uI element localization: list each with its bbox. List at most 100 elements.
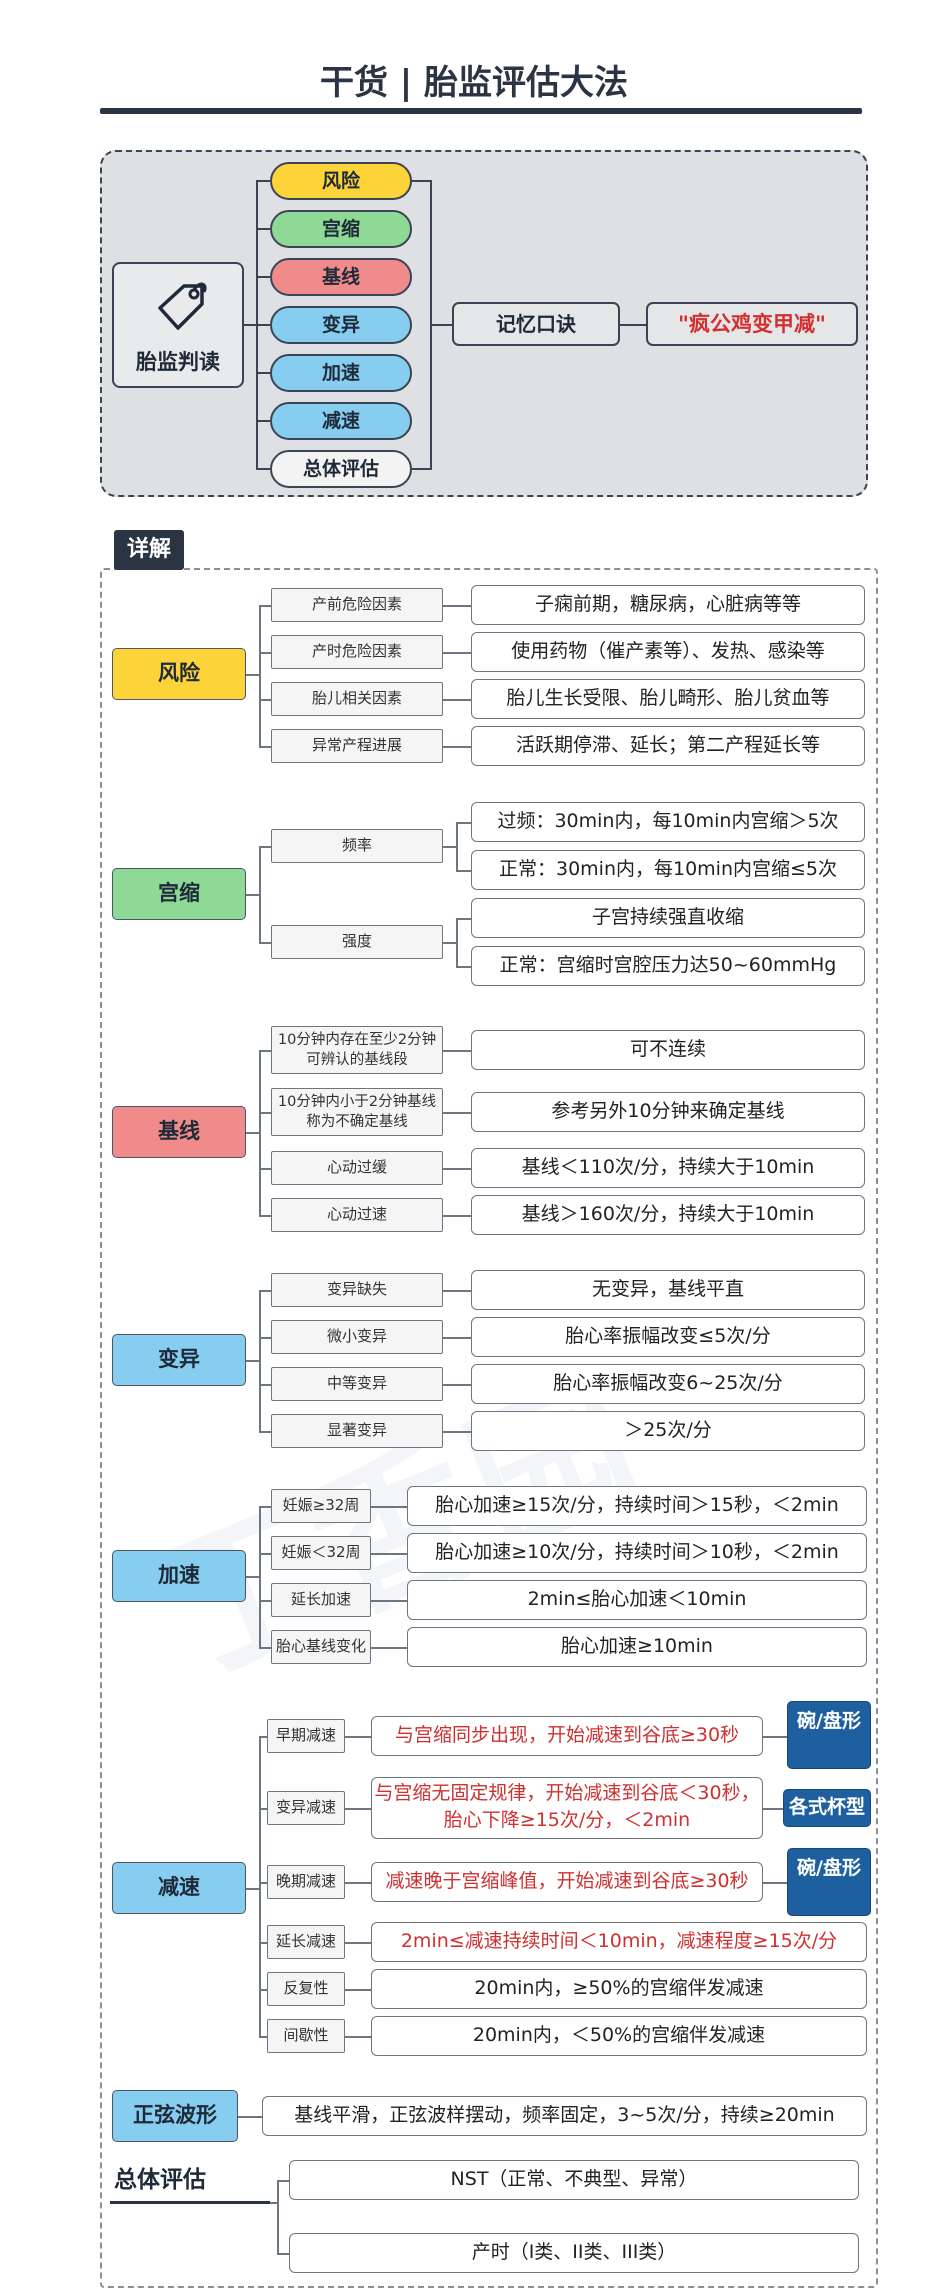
- branch-variability: 变异: [270, 306, 412, 344]
- acceleration-label: 胎心基线变化: [271, 1630, 371, 1664]
- connector: [246, 894, 260, 896]
- connector: [456, 822, 458, 870]
- connector: [259, 1553, 271, 1555]
- connector: [270, 2202, 278, 2204]
- connector: [371, 1506, 407, 1508]
- connector: [246, 1576, 260, 1578]
- category-deceleration: 减速: [112, 1862, 246, 1914]
- branch-risk: 风险: [270, 162, 412, 200]
- overall-item: 产时（I类、II类、III类）: [289, 2233, 859, 2273]
- connector: [443, 1337, 471, 1339]
- connector: [345, 1942, 371, 1944]
- connector: [345, 1882, 371, 1884]
- connector: [259, 1050, 271, 1052]
- root-label: 胎监判读: [136, 350, 220, 374]
- connector: [277, 2180, 289, 2182]
- connector: [345, 2036, 371, 2038]
- baseline-label: 10分钟内小于2分钟基线称为不确定基线: [271, 1088, 443, 1136]
- contraction-intensity-value: 正常：宫缩时宫腔压力达50~60mmHg: [471, 946, 865, 986]
- connector: [246, 1360, 260, 1362]
- connector: [256, 372, 270, 374]
- branch-acceleration: 加速: [270, 354, 412, 392]
- connector: [443, 1112, 471, 1114]
- overall-item: NST（正常、不典型、异常）: [289, 2160, 859, 2200]
- acceleration-value: 胎心加速≥10min: [407, 1627, 867, 1667]
- connector: [443, 846, 457, 848]
- connector: [443, 699, 471, 701]
- connector: [259, 1736, 267, 1738]
- connector: [259, 1050, 261, 1215]
- connector: [456, 918, 458, 966]
- acceleration-value: 胎心加速≥15次/分，持续时间＞15秒，＜2min: [407, 1486, 867, 1526]
- connector: [259, 1506, 261, 1647]
- overall-title: 总体评估: [114, 2167, 206, 2193]
- risk-value: 活跃期停滞、延长；第二产程延长等: [471, 726, 865, 766]
- page-title: 干货 | 胎监评估大法: [319, 63, 629, 103]
- risk-label: 产前危险因素: [271, 588, 443, 622]
- category-contraction: 宫缩: [112, 868, 246, 920]
- connector: [259, 1600, 271, 1602]
- contraction-frequency-label: 频率: [271, 829, 443, 863]
- shape-badge-variable: 各式杯型: [783, 1789, 871, 1827]
- connector: [443, 1050, 471, 1052]
- connector: [259, 1290, 271, 1292]
- connector: [259, 1506, 271, 1508]
- connector: [259, 1112, 271, 1114]
- connector: [430, 324, 452, 326]
- category-baseline: 基线: [112, 1106, 246, 1158]
- root-node: 胎监判读: [112, 262, 244, 388]
- risk-value: 使用药物（催产素等）、发热、感染等: [471, 632, 865, 672]
- connector: [256, 324, 270, 326]
- connector: [412, 180, 432, 182]
- baseline-label: 心动过缓: [271, 1151, 443, 1185]
- baseline-value: 基线＞160次/分，持续大于10min: [471, 1195, 865, 1235]
- connector: [345, 1989, 371, 1991]
- variability-value: ＞25次/分: [471, 1411, 865, 1451]
- branch-contraction: 宫缩: [270, 210, 412, 248]
- baseline-label: 10分钟内存在至少2分钟可辨认的基线段: [271, 1026, 443, 1074]
- deceleration-label: 延长减速: [267, 1925, 345, 1959]
- connector: [259, 1736, 261, 2036]
- deceleration-value: 20min内，≥50%的宫缩伴发减速: [371, 1969, 867, 2009]
- connector: [259, 605, 261, 746]
- connector: [277, 2180, 279, 2253]
- connector: [345, 1736, 371, 1738]
- contraction-intensity-label: 强度: [271, 925, 443, 959]
- overall-underline: [110, 2201, 270, 2204]
- risk-label: 产时危险因素: [271, 635, 443, 669]
- connector: [443, 942, 457, 944]
- connector: [456, 966, 471, 968]
- connector: [371, 1647, 407, 1649]
- deceleration-label: 晚期减速: [267, 1865, 345, 1899]
- connector: [259, 1337, 271, 1339]
- baseline-value: 基线＜110次/分，持续大于10min: [471, 1148, 865, 1188]
- title-divider: [100, 108, 862, 114]
- baseline-value: 参考另外10分钟来确定基线: [471, 1092, 865, 1132]
- connector: [443, 1431, 471, 1433]
- branch-baseline: 基线: [270, 258, 412, 296]
- risk-value: 胎儿生长受限、胎儿畸形、胎儿贫血等: [471, 679, 865, 719]
- category-risk: 风险: [112, 648, 246, 700]
- connector: [443, 1384, 471, 1386]
- connector: [246, 1132, 260, 1134]
- connector: [244, 324, 258, 326]
- connector: [763, 1882, 787, 1884]
- connector: [256, 420, 270, 422]
- baseline-value: 可不连续: [471, 1030, 865, 1070]
- connector: [277, 2253, 289, 2255]
- deceleration-label: 早期减速: [267, 1719, 345, 1753]
- acceleration-value: 胎心加速≥10次/分，持续时间＞10秒，＜2min: [407, 1533, 867, 1573]
- connector: [259, 1290, 261, 1431]
- connector: [259, 1215, 271, 1217]
- connector: [259, 846, 261, 942]
- connector: [259, 1384, 271, 1386]
- mnemonic-text: "疯公鸡变甲减": [646, 302, 858, 346]
- category-sinusoidal: 正弦波形: [112, 2090, 238, 2142]
- connector: [259, 746, 271, 748]
- acceleration-label: 延长加速: [271, 1583, 371, 1617]
- shape-badge-early: 碗/盘形: [787, 1701, 871, 1769]
- variability-value: 无变异，基线平直: [471, 1270, 865, 1310]
- connector: [620, 324, 646, 326]
- connector: [259, 1989, 267, 1991]
- deceleration-label: 反复性: [267, 1972, 345, 2006]
